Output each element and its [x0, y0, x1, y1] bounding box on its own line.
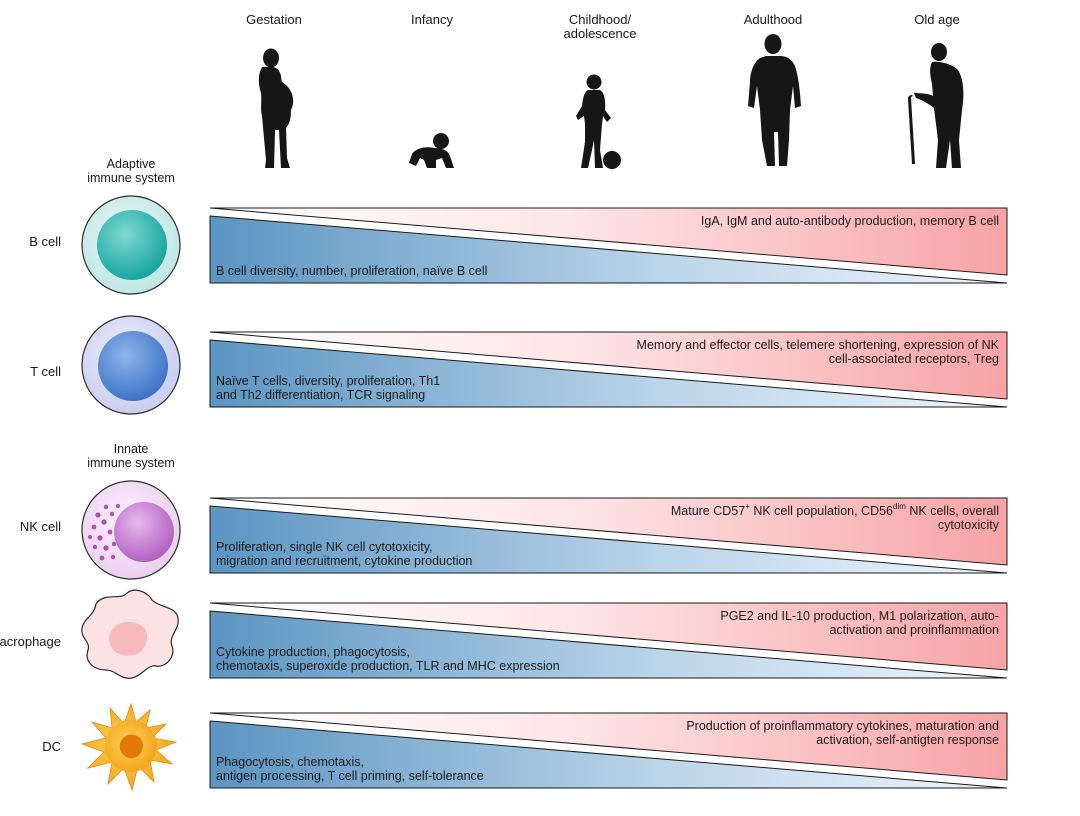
increase-wedge — [209, 207, 1008, 276]
decline-text: and Th2 differentiation, TCR signaling — [216, 388, 425, 402]
adult-man-icon — [748, 34, 801, 166]
increase-text: PGE2 and IL-10 production, M1 polarizati… — [720, 609, 999, 623]
row-label-macrophage: acrophage — [0, 634, 61, 649]
stage-label: Old age — [914, 12, 960, 27]
row-label-b-cell: B cell — [29, 234, 61, 249]
child-with-ball-icon — [576, 74, 621, 169]
decline-text: antigen processing, T cell priming, self… — [216, 769, 484, 783]
increase-text: activation, self-antigten response — [816, 733, 999, 747]
elderly-man-with-cane-icon — [908, 43, 964, 168]
decline-wedge — [209, 339, 1008, 408]
stage-label: Adulthood — [744, 12, 803, 27]
trend-band: Production of proinflammatory cytokines,… — [209, 712, 1008, 789]
trend-band: PGE2 and IL-10 production, M1 polarizati… — [209, 602, 1008, 679]
increase-wedge — [209, 602, 1008, 671]
trend-bands: IgA, IgM and auto-antibody production, m… — [209, 207, 1008, 789]
decline-text: migration and recruitment, cytokine prod… — [216, 554, 472, 568]
nk-cell-icon — [81, 480, 181, 580]
increase-wedge — [209, 712, 1008, 781]
increase-text: Production of proinflammatory cytokines,… — [686, 719, 999, 733]
increase-text: activation and proinflammation — [829, 623, 999, 637]
trend-band: IgA, IgM and auto-antibody production, m… — [209, 207, 1008, 284]
decline-wedge — [209, 215, 1008, 284]
stage-label: Gestation — [246, 12, 302, 27]
decline-wedge — [209, 505, 1008, 574]
decline-wedge — [209, 610, 1008, 679]
decline-text: Naïve T cells, diversity, proliferation,… — [216, 374, 440, 388]
row-label-t-cell: T cell — [30, 364, 61, 379]
life-stage-header: Gestation Infancy Childhood/adolescence Adu… — [246, 12, 960, 41]
increase-text: cell-associated receptors, Treg — [829, 352, 999, 366]
crawling-baby-icon — [409, 133, 454, 168]
increase-text: Mature CD57+ NK cell population, CD56dim… — [671, 502, 999, 518]
trend-band: Memory and effector cells, telemere shor… — [209, 331, 1008, 408]
increase-text: Memory and effector cells, telemere shor… — [637, 338, 1000, 352]
macrophage-icon — [81, 589, 179, 679]
increase-wedge — [209, 497, 1008, 566]
trend-band: Mature CD57+ NK cell population, CD56dim… — [209, 497, 1008, 574]
decline-wedge — [209, 720, 1008, 789]
increase-wedge — [209, 331, 1008, 400]
row-label-dc: DC — [42, 739, 61, 754]
stage-label: Infancy — [411, 12, 453, 27]
pregnant-woman-icon — [258, 48, 294, 168]
decline-text: Cytokine production, phagocytosis, — [216, 645, 410, 659]
increase-text: IgA, IgM and auto-antibody production, m… — [701, 214, 999, 228]
stage-label: Childhood/adolescence — [564, 12, 637, 41]
b-cell-icon — [81, 195, 181, 295]
decline-text: Phagocytosis, chemotaxis, — [216, 755, 364, 769]
decline-text: chemotaxis, superoxide production, TLR a… — [216, 659, 560, 673]
increase-text: cytotoxicity — [938, 518, 1000, 532]
dendritic-cell-icon — [80, 702, 178, 792]
granules-icon — [88, 504, 120, 561]
t-cell-icon — [81, 315, 181, 415]
decline-text: B cell diversity, number, proliferation,… — [216, 264, 487, 278]
row-label-nk-cell: NK cell — [20, 519, 61, 534]
decline-text: Proliferation, single NK cell cytotoxici… — [216, 540, 433, 554]
